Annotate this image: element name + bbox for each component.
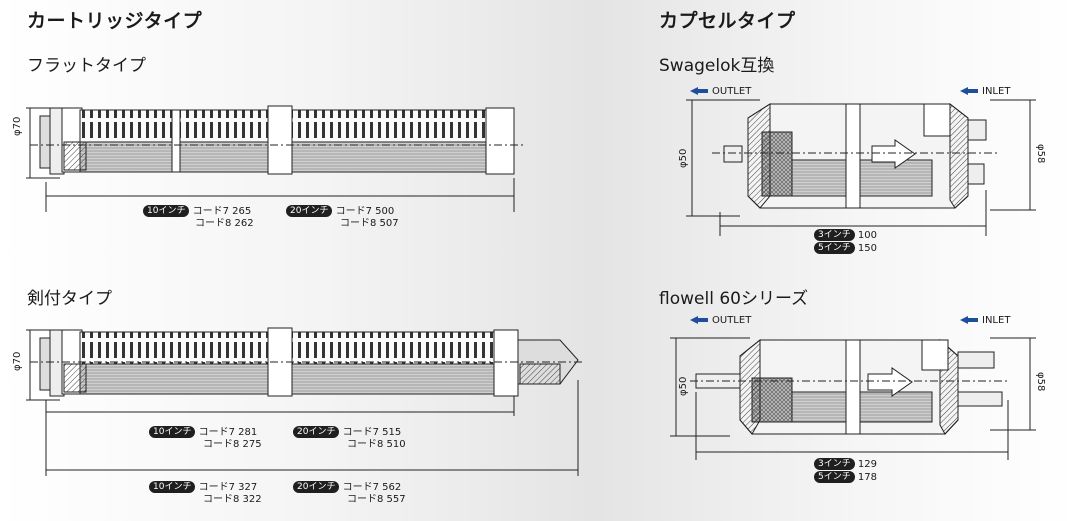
code8-value: コード8 507 (340, 218, 399, 229)
size-badge: 20インチ (293, 481, 340, 493)
swagelok-outlet-label: OUTLET (712, 86, 752, 97)
swagelok-capsule-drawing (686, 99, 1036, 236)
size-badge: 3インチ (814, 458, 855, 470)
sword-spec-b-10: 10インチ コード7 327 コード8 322 (149, 481, 262, 506)
length-value: 100 (857, 230, 878, 241)
size-badge: 10インチ (149, 426, 196, 438)
size-badge: 5インチ (814, 471, 855, 483)
flat-subtitle: フラットタイプ (27, 56, 146, 76)
flowell-specs: 3インチ 129 5インチ 178 (814, 458, 877, 484)
size-badge: 10インチ (149, 481, 196, 493)
flat-cartridge-drawing (26, 105, 525, 212)
size-badge: 5インチ (814, 242, 855, 254)
sword-spec-b-20: 20インチ コード7 562 コード8 557 (293, 481, 406, 506)
outlet-arrow-icon (690, 316, 708, 324)
code7-value: コード7 562 (342, 482, 402, 493)
swagelok-dia-right: φ58 (1035, 144, 1046, 164)
size-badge: 20インチ (286, 205, 333, 217)
flat-spec-20: 20インチ コード7 500 コード8 507 (286, 205, 399, 230)
flowell-dia-right: φ58 (1035, 372, 1046, 392)
sword-subtitle: 剣付タイプ (27, 289, 112, 309)
flat-spec-10: 10インチ コード7 265 コード8 262 (143, 205, 254, 230)
inlet-arrow-icon (960, 316, 978, 324)
code7-value: コード7 281 (198, 427, 258, 438)
swagelok-inlet-label: INLET (982, 86, 1011, 97)
inlet-arrow-icon (960, 87, 978, 95)
sword-spec-a-20: 20インチ コード7 515 コード8 510 (293, 426, 406, 451)
code8-value: コード8 557 (347, 494, 406, 505)
flow-arrows (690, 87, 978, 324)
length-value: 129 (857, 459, 878, 470)
code7-value: コード7 515 (342, 427, 402, 438)
swagelok-subtitle: Swagelok互換 (659, 56, 775, 76)
flowell-outlet-label: OUTLET (712, 315, 752, 326)
code8-value: コード8 510 (347, 439, 406, 450)
capsule-title: カプセルタイプ (659, 10, 796, 32)
flowell-capsule-drawing (670, 337, 1036, 460)
sword-cartridge-drawing (26, 327, 585, 476)
swagelok-dia-left: φ50 (678, 148, 689, 168)
flowell-subtitle: flowell 60シリーズ (659, 289, 809, 309)
flowell-dia-left: φ50 (678, 376, 689, 396)
sword-spec-a-10: 10インチ コード7 281 コード8 275 (149, 426, 262, 451)
cartridge-title: カートリッジタイプ (27, 10, 203, 32)
code7-value: コード7 327 (198, 482, 258, 493)
size-badge: 3インチ (814, 229, 855, 241)
length-value: 150 (857, 243, 878, 254)
code7-value: コード7 500 (335, 206, 395, 217)
length-value: 178 (857, 472, 878, 483)
code8-value: コード8 262 (195, 218, 254, 229)
code8-value: コード8 275 (203, 439, 262, 450)
outlet-arrow-icon (690, 87, 708, 95)
size-badge: 20インチ (293, 426, 340, 438)
swagelok-specs: 3インチ 100 5インチ 150 (814, 229, 877, 255)
code8-value: コード8 322 (203, 494, 262, 505)
code7-value: コード7 265 (192, 206, 252, 217)
sword-diameter: φ70 (12, 351, 23, 371)
size-badge: 10インチ (143, 205, 190, 217)
flowell-inlet-label: INLET (982, 315, 1011, 326)
flat-diameter: φ70 (12, 116, 23, 136)
